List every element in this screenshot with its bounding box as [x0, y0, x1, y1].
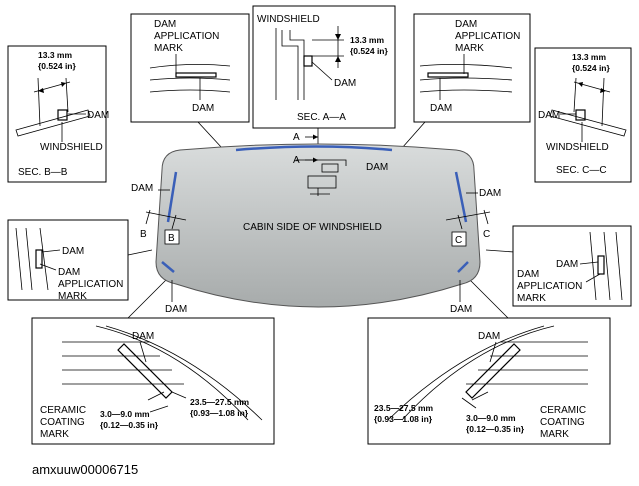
- dam-app-mark-mr-line1: DAM: [517, 269, 539, 280]
- dam-app-mark-ml-line3: MARK: [58, 291, 87, 302]
- section-b-letter-inner: B: [168, 233, 175, 244]
- dam-label-br: DAM: [478, 331, 500, 342]
- detail-section-c: 13.3 mm {0.524 in} DAM WINDSHIELD SEC. C…: [534, 47, 632, 183]
- sec-b-caption: SEC. B—B: [18, 167, 68, 178]
- ceramic-br-line3: MARK: [540, 429, 569, 440]
- section-b-letter-outer: B: [140, 229, 147, 240]
- section-a-marker: [305, 134, 318, 163]
- ceramic-br-line1: CERAMIC: [540, 405, 586, 416]
- dam-app-mark-line2: APPLICATION: [154, 31, 219, 42]
- detail-section-b: 13.3 mm {0.524 in} DAM WINDSHIELD SEC. B…: [7, 45, 109, 183]
- detail-mid-left: DAM DAM APPLICATION MARK: [7, 219, 129, 302]
- dam-app-mark-ml-line2: APPLICATION: [58, 279, 123, 290]
- cabin-side-label: CABIN SIDE OF WINDSHIELD: [243, 222, 382, 233]
- sec-a-caption: SEC. A—A: [297, 112, 346, 123]
- dam-label-bottom-right: DAM: [450, 304, 472, 315]
- section-c-marker: [445, 209, 491, 230]
- detail-bottom-left: DAM CERAMIC COATING MARK 3.0—9.0 mm {0.1…: [31, 317, 275, 445]
- detail-top-right: DAM APPLICATION MARK DAM: [413, 13, 531, 123]
- windshield-label-c: WINDSHIELD: [546, 142, 609, 153]
- dam-app-mark-mr-line2: APPLICATION: [517, 281, 582, 292]
- gap-in-a: {0.524 in}: [350, 46, 388, 56]
- dam-label-bottom-left: DAM: [165, 304, 187, 315]
- dam-label-mr: DAM: [556, 259, 578, 270]
- width-in-br: {0.12—0.35 in}: [466, 424, 525, 434]
- dam-app-mark-line3: MARK: [154, 43, 183, 54]
- dam-label-left: DAM: [131, 183, 153, 194]
- dam-label-right: DAM: [479, 188, 501, 199]
- windshield-label-a: WINDSHIELD: [257, 14, 320, 25]
- gap-in-b: {0.524 in}: [38, 61, 76, 71]
- gap-in-c: {0.524 in}: [572, 63, 610, 73]
- dam-app-mark-r-line2: APPLICATION: [455, 31, 520, 42]
- dam-label-detail-tr: DAM: [430, 103, 452, 114]
- ceramic-bl-line1: CERAMIC: [40, 405, 86, 416]
- gap-mm-b: 13.3 mm: [38, 50, 72, 60]
- ceramic-bl-line2: COATING: [40, 417, 85, 428]
- dam-label-detail-tl: DAM: [192, 103, 214, 114]
- dam-label-b: DAM: [87, 110, 109, 121]
- dam-label-c: DAM: [538, 110, 560, 121]
- ceramic-br-line2: COATING: [540, 417, 585, 428]
- dam-label-a: DAM: [334, 78, 356, 89]
- gap-mm-a: 13.3 mm: [350, 35, 384, 45]
- dam-app-mark-line1: DAM: [154, 19, 176, 30]
- width-in-bl: {0.12—0.35 in}: [100, 420, 159, 430]
- dam-label-bl: DAM: [132, 331, 154, 342]
- dam-app-mark-r-line3: MARK: [455, 43, 484, 54]
- windshield-glass: [155, 143, 481, 308]
- detail-top-left: DAM APPLICATION MARK DAM: [130, 13, 250, 123]
- windshield-label-b: WINDSHIELD: [40, 142, 103, 153]
- length-in-bl: {0.93—1.08 in}: [190, 408, 249, 418]
- detail-section-a: WINDSHIELD 13.3 mm {0.524 in} DAM SEC. A…: [252, 5, 396, 129]
- ceramic-bl-line3: MARK: [40, 429, 69, 440]
- dam-label-ml: DAM: [62, 246, 84, 257]
- dam-app-mark-r-line1: DAM: [455, 19, 477, 30]
- detail-bottom-right: DAM CERAMIC COATING MARK 3.0—9.0 mm {0.1…: [367, 317, 611, 445]
- width-mm-br: 3.0—9.0 mm: [466, 413, 516, 423]
- length-mm-bl: 23.5—27.5 mm: [190, 397, 250, 407]
- section-b-marker: [145, 209, 187, 230]
- sec-c-caption: SEC. C—C: [556, 165, 607, 176]
- leader-lines: [127, 121, 515, 319]
- dam-app-mark-ml-line1: DAM: [58, 267, 80, 278]
- length-in-br: {0.93—1.08 in}: [374, 414, 433, 424]
- dam-app-mark-mr-line3: MARK: [517, 293, 546, 304]
- section-a-letter-top: A: [293, 132, 300, 143]
- section-a-letter-bottom: A: [293, 155, 300, 166]
- document-id: amxuuw00006715: [32, 462, 139, 477]
- gap-mm-c: 13.3 mm: [572, 52, 606, 62]
- dam-lines: [161, 145, 469, 273]
- section-c-letter-outer: C: [483, 229, 490, 240]
- width-mm-bl: 3.0—9.0 mm: [100, 409, 150, 419]
- detail-mid-right: DAM DAM APPLICATION MARK: [512, 225, 632, 307]
- length-mm-br: 23.5—27.5 mm: [374, 403, 434, 413]
- section-c-letter-inner: C: [455, 235, 462, 246]
- dam-label-top: DAM: [366, 162, 388, 173]
